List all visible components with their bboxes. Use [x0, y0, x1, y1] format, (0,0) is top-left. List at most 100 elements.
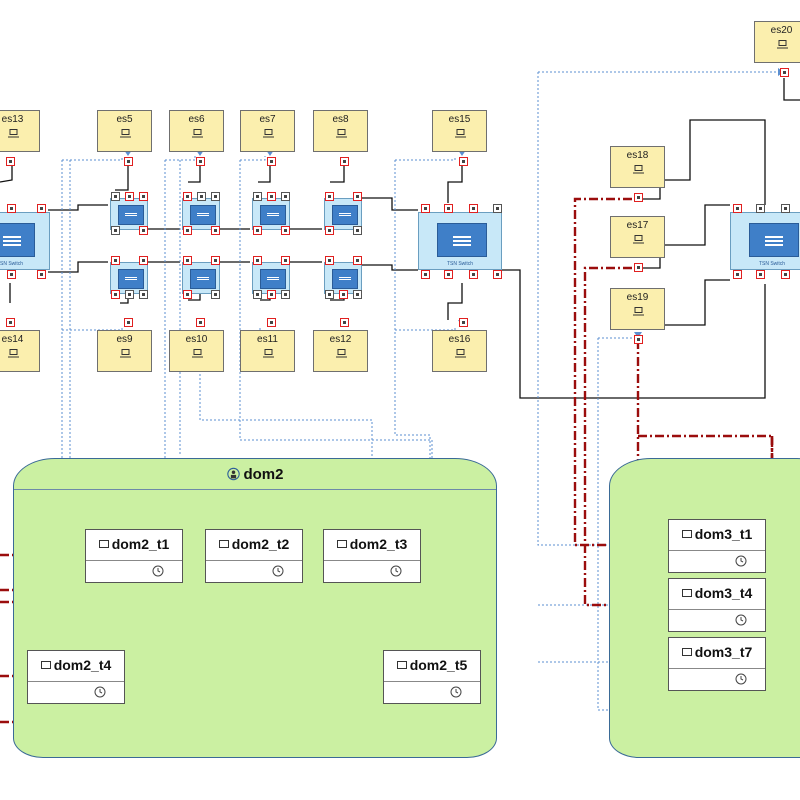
- tsn-switch-1[interactable]: TSN Switch: [0, 204, 50, 279]
- port[interactable]: [733, 270, 742, 279]
- port[interactable]: [781, 270, 790, 279]
- port[interactable]: [196, 318, 205, 327]
- task-dom2-t2[interactable]: dom2_t2: [205, 529, 303, 583]
- port[interactable]: [6, 318, 15, 327]
- port[interactable]: [139, 226, 148, 235]
- port[interactable]: [124, 157, 133, 166]
- port[interactable]: [634, 335, 643, 344]
- port[interactable]: [183, 192, 192, 201]
- port[interactable]: [281, 226, 290, 235]
- port[interactable]: [253, 226, 262, 235]
- port[interactable]: [7, 270, 16, 279]
- end-system-es18[interactable]: es18: [610, 146, 665, 202]
- task-dom2-t3[interactable]: dom2_t3: [323, 529, 421, 583]
- port[interactable]: [211, 192, 220, 201]
- end-system-es14[interactable]: es14: [0, 318, 40, 372]
- port[interactable]: [353, 256, 362, 265]
- tsn-switch-s4[interactable]: [324, 192, 362, 235]
- end-system-es8[interactable]: es8: [313, 110, 368, 166]
- port[interactable]: [139, 256, 148, 265]
- task-dom2-t1[interactable]: dom2_t1: [85, 529, 183, 583]
- port[interactable]: [6, 157, 15, 166]
- port[interactable]: [196, 157, 205, 166]
- port[interactable]: [733, 204, 742, 213]
- port[interactable]: [325, 256, 334, 265]
- task-dom3-t7[interactable]: dom3_t7: [668, 637, 766, 691]
- port[interactable]: [253, 192, 262, 201]
- port[interactable]: [267, 192, 276, 201]
- port[interactable]: [183, 226, 192, 235]
- port[interactable]: [211, 256, 220, 265]
- tsn-switch-s3[interactable]: [252, 192, 290, 235]
- port[interactable]: [421, 270, 430, 279]
- end-system-es6[interactable]: es6: [169, 110, 224, 166]
- end-system-es12[interactable]: es12: [313, 318, 368, 372]
- port[interactable]: [756, 204, 765, 213]
- tsn-switch-3[interactable]: TSN Switch: [730, 204, 800, 279]
- port[interactable]: [111, 226, 120, 235]
- end-system-es19[interactable]: es19: [610, 288, 665, 344]
- port[interactable]: [267, 290, 276, 299]
- task-dom3-t1[interactable]: dom3_t1: [668, 519, 766, 573]
- end-system-es10[interactable]: es10: [169, 318, 224, 372]
- port[interactable]: [267, 157, 276, 166]
- end-system-es15[interactable]: es15: [432, 110, 487, 166]
- port[interactable]: [493, 270, 502, 279]
- port[interactable]: [325, 192, 334, 201]
- end-system-es5[interactable]: es5: [97, 110, 152, 166]
- task-dom3-t4[interactable]: dom3_t4: [668, 578, 766, 632]
- domain-dom2[interactable]: dom2: [13, 458, 497, 758]
- port[interactable]: [339, 290, 348, 299]
- task-dom2-t5[interactable]: dom2_t5: [383, 650, 481, 704]
- port[interactable]: [421, 204, 430, 213]
- port[interactable]: [340, 318, 349, 327]
- port[interactable]: [444, 270, 453, 279]
- port[interactable]: [444, 204, 453, 213]
- port[interactable]: [281, 192, 290, 201]
- port[interactable]: [253, 256, 262, 265]
- tsn-switch-s8[interactable]: [324, 256, 362, 299]
- port[interactable]: [183, 290, 192, 299]
- port[interactable]: [7, 204, 16, 213]
- end-system-es16[interactable]: es16: [432, 318, 487, 372]
- port[interactable]: [469, 270, 478, 279]
- port[interactable]: [469, 204, 478, 213]
- port[interactable]: [281, 256, 290, 265]
- port[interactable]: [37, 270, 46, 279]
- port[interactable]: [267, 318, 276, 327]
- tsn-switch-s7[interactable]: [252, 256, 290, 299]
- port[interactable]: [111, 192, 120, 201]
- port[interactable]: [634, 193, 643, 202]
- port[interactable]: [493, 204, 502, 213]
- port[interactable]: [197, 192, 206, 201]
- port[interactable]: [139, 192, 148, 201]
- port[interactable]: [124, 318, 133, 327]
- end-system-es13[interactable]: es13: [0, 110, 40, 166]
- port[interactable]: [125, 192, 134, 201]
- port[interactable]: [353, 226, 362, 235]
- tsn-switch-s1[interactable]: [110, 192, 148, 235]
- task-dom2-t4[interactable]: dom2_t4: [27, 650, 125, 704]
- end-system-es9[interactable]: es9: [97, 318, 152, 372]
- port[interactable]: [340, 157, 349, 166]
- port[interactable]: [325, 290, 334, 299]
- end-system-es11[interactable]: es11: [240, 318, 295, 372]
- port[interactable]: [139, 290, 148, 299]
- port[interactable]: [211, 226, 220, 235]
- port[interactable]: [756, 270, 765, 279]
- port[interactable]: [253, 290, 262, 299]
- port[interactable]: [459, 157, 468, 166]
- tsn-switch-s2[interactable]: [182, 192, 220, 235]
- port[interactable]: [211, 290, 220, 299]
- port[interactable]: [634, 263, 643, 272]
- port[interactable]: [780, 68, 789, 77]
- port[interactable]: [125, 290, 134, 299]
- port[interactable]: [353, 192, 362, 201]
- port[interactable]: [281, 290, 290, 299]
- port[interactable]: [111, 256, 120, 265]
- port[interactable]: [111, 290, 120, 299]
- port[interactable]: [183, 256, 192, 265]
- port[interactable]: [781, 204, 790, 213]
- port[interactable]: [353, 290, 362, 299]
- end-system-es17[interactable]: es17: [610, 216, 665, 272]
